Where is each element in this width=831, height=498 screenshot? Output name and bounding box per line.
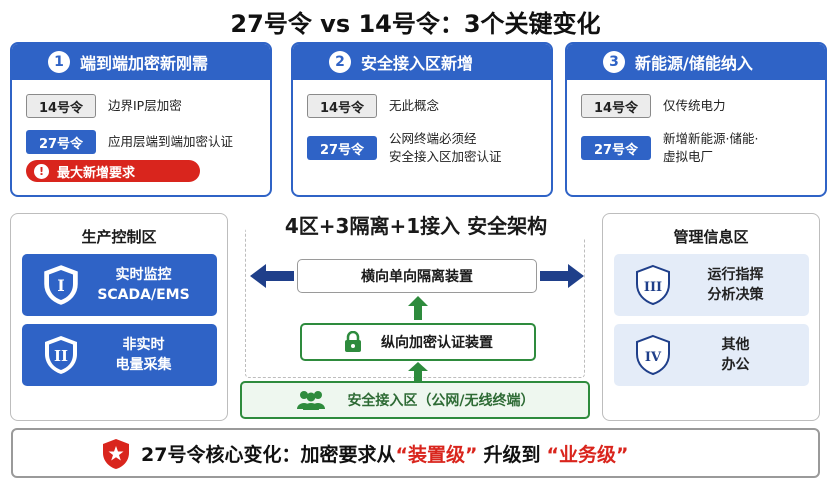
- access-zone-label: 安全接入区（公网/无线终端）: [347, 393, 535, 409]
- roman-numeral: III: [644, 280, 662, 295]
- alert-text: 最大新增要求: [57, 165, 136, 181]
- zone-box-line-1: 实时监控: [115, 266, 172, 283]
- horizontal-isolation-device: 横向单向隔离装置: [297, 259, 537, 293]
- management-info-zone: 管理信息区 III 运行指挥 分析决策 IV 其他 办公: [602, 213, 820, 421]
- number-badge: 1: [48, 51, 70, 73]
- old-rule-tag: 14号令: [307, 94, 377, 118]
- old-rule-text: 边界IP层加密: [108, 97, 182, 113]
- old-rule-text: 仅传统电力: [663, 97, 726, 113]
- zone-box-text: 非实时 电量采集: [80, 335, 217, 376]
- zone-box-line-2: 分析决策: [707, 287, 764, 303]
- zone-box-non-realtime: II 非实时 电量采集: [22, 324, 217, 386]
- banner-from-level: “装置级”: [395, 443, 478, 466]
- alert-badge: ! 最大新增要求: [26, 160, 200, 182]
- new-rule-line-2: 虚拟电厂: [663, 149, 714, 165]
- banner-prefix: 27号令核心变化：加密要求从: [141, 443, 396, 466]
- zone-box-operations: III 运行指挥 分析决策: [614, 254, 809, 316]
- new-rule-line-2: 安全接入区加密认证: [389, 149, 502, 165]
- change-card-new-energy: 3 新能源/储能纳入 14号令 仅传统电力 27号令 新增新能源·储能· 虚拟电…: [565, 42, 827, 197]
- zone-box-line-2: SCADA/EMS: [97, 287, 190, 303]
- arrow-left-icon: [250, 264, 294, 288]
- old-rule-text: 无此概念: [389, 97, 440, 113]
- new-rule-line-1: 新增新能源·储能·: [663, 131, 759, 146]
- old-rule-tag: 14号令: [26, 94, 96, 118]
- architecture-title: 4区+3隔离+1接入 安全架构: [246, 210, 586, 239]
- zone-box-text: 运行指挥 分析决策: [672, 265, 809, 306]
- zone-box-line-1: 其他: [721, 336, 750, 353]
- roman-numeral: IV: [645, 350, 662, 365]
- new-rule-text: 公网终端必须经 安全接入区加密认证: [389, 130, 502, 166]
- shield-icon: II: [45, 336, 77, 374]
- shield-icon: III: [636, 264, 670, 306]
- arrow-right-icon: [540, 264, 584, 288]
- new-rule-line-1: 公网终端必须经: [389, 131, 477, 146]
- zone-box-line-2: 办公: [721, 357, 750, 373]
- zone-box-office: IV 其他 办公: [614, 324, 809, 386]
- vertical-device-label: 纵向加密认证装置: [381, 335, 493, 351]
- zone-box-line-2: 电量采集: [115, 357, 172, 373]
- vertical-encryption-device: 纵向加密认证装置: [300, 323, 536, 361]
- page-title: 27号令 vs 14号令：3个关键变化: [230, 10, 601, 38]
- card-header: 新能源/储能纳入: [635, 54, 753, 73]
- arrow-up-icon: [408, 296, 428, 320]
- core-change-banner: 27号令核心变化：加密要求从 “装置级” 升级到 “业务级”: [11, 428, 820, 478]
- card-header: 端到端加密新刚需: [80, 54, 209, 73]
- production-control-zone: 生产控制区 I 实时监控 SCADA/EMS II 非实时 电量采集: [10, 213, 228, 421]
- zone-title: 生产控制区: [81, 228, 157, 246]
- card-header: 安全接入区新增: [361, 54, 474, 73]
- banner-to-level: “业务级”: [546, 443, 629, 466]
- new-rule-tag: 27号令: [581, 136, 651, 161]
- lock-icon: [345, 331, 361, 352]
- zone-box-text: 其他 办公: [672, 335, 809, 376]
- zone-box-realtime: I 实时监控 SCADA/EMS: [22, 254, 217, 316]
- shield-icon: I: [44, 265, 78, 305]
- arrow-up-icon: [408, 362, 428, 382]
- zone-box-text: 实时监控 SCADA/EMS: [80, 265, 217, 306]
- zone-title: 管理信息区: [673, 228, 749, 246]
- old-rule-tag: 14号令: [581, 94, 651, 118]
- zone-box-line-1: 运行指挥: [707, 266, 764, 283]
- change-card-access-zone: 2 安全接入区新增 14号令 无此概念 27号令 公网终端必须经 安全接入区加密…: [291, 42, 553, 197]
- new-rule-tag: 27号令: [26, 130, 96, 154]
- roman-numeral: II: [54, 347, 68, 365]
- banner-middle: 升级到: [483, 443, 541, 466]
- new-rule-tag: 27号令: [307, 136, 377, 161]
- number-badge: 3: [603, 51, 625, 73]
- exclamation-icon: !: [34, 163, 49, 179]
- number-badge: 2: [329, 51, 351, 73]
- shield-icon: IV: [636, 334, 670, 376]
- change-card-encryption: 1 端到端加密新刚需 14号令 边界IP层加密 27号令 应用层端到端加密认证 …: [10, 42, 272, 197]
- shield-star-icon: [103, 439, 129, 469]
- zone-box-line-1: 非实时: [122, 336, 165, 353]
- new-rule-text: 应用层端到端加密认证: [108, 133, 234, 149]
- secure-access-zone: 安全接入区（公网/无线终端）: [240, 381, 590, 419]
- new-rule-text: 新增新能源·储能· 虚拟电厂: [663, 130, 758, 166]
- users-icon: [297, 391, 326, 410]
- roman-numeral: I: [57, 276, 64, 295]
